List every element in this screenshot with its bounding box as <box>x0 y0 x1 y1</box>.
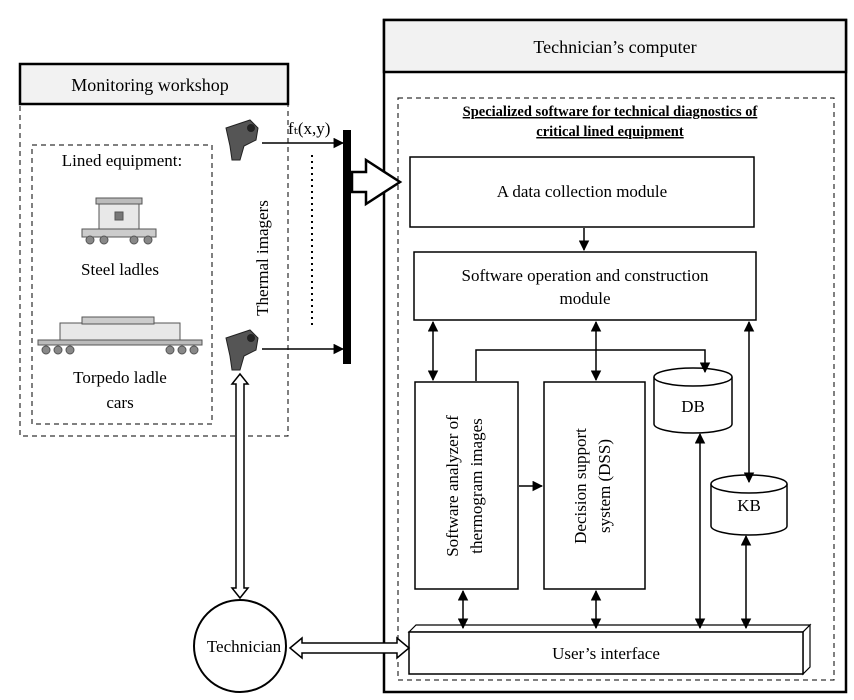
analyzer-label-line-2: thermogram images <box>467 418 486 554</box>
kb-label: KB <box>737 496 761 515</box>
technician-computer-frame: Technician’s computer <box>382 18 848 694</box>
dss-module: Decision support system (DSS) <box>543 381 646 590</box>
thermogram-analyzer-module: Software analyzer of thermogram images <box>414 381 519 590</box>
technician-label: Technician <box>207 637 282 656</box>
analyzer-label-line-1: Software analyzer of <box>443 415 462 557</box>
lined-equipment-title: Lined equipment: <box>62 151 182 170</box>
software-connectors <box>427 228 755 630</box>
kb-cylinder: KB <box>710 474 788 536</box>
technician-ui-arrow <box>288 636 411 660</box>
technician-computer-title: Technician’s computer <box>533 37 696 57</box>
operation-module: Software operation and construction modu… <box>413 251 757 321</box>
db-label: DB <box>681 397 705 416</box>
user-interface-bar: User’s interface <box>407 623 812 676</box>
operation-label-line-2: module <box>560 289 611 308</box>
db-cylinder: DB <box>653 367 733 434</box>
monitoring-workshop-title: Monitoring workshop <box>71 75 229 95</box>
imager-signal-lines <box>262 137 345 355</box>
torpedo-car-illustration <box>37 316 203 355</box>
thermal-imagers-label: Thermal imagers <box>253 200 272 316</box>
software-frame: Specialized software for technical diagn… <box>397 97 835 681</box>
thermal-imager-top-icon <box>225 119 259 161</box>
technician-node: Technician <box>193 599 287 693</box>
operation-label-line-1: Software operation and construction <box>462 266 709 285</box>
torpedo-label-line-1: Torpedo ladle <box>73 368 167 387</box>
torpedo-label-line-2: cars <box>106 393 133 412</box>
steel-ladle-illustration <box>81 197 157 245</box>
data-collection-module: A data collection module <box>409 156 755 228</box>
data-bus-bar <box>343 130 351 364</box>
bus-to-software-arrow <box>350 157 403 207</box>
signal-label: fₜ(x,y) <box>288 119 330 138</box>
dss-label-line-2: system (DSS) <box>595 439 614 533</box>
imager-technician-arrow <box>230 372 250 600</box>
thermal-imager-bottom-icon <box>225 329 259 371</box>
user-interface-label: User’s interface <box>552 644 660 663</box>
software-title-line-1: Specialized software for technical diagn… <box>463 104 758 120</box>
lined-equipment-frame: Lined equipment: Steel ladles Torpedo la… <box>31 144 213 425</box>
monitoring-workshop-frame: Monitoring workshop <box>18 62 290 437</box>
software-title-line-2: critical lined equipment <box>536 124 684 140</box>
dss-label-line-1: Decision support <box>571 428 590 544</box>
steel-ladles-label: Steel ladles <box>81 260 159 279</box>
data-collection-label: A data collection module <box>497 182 667 201</box>
